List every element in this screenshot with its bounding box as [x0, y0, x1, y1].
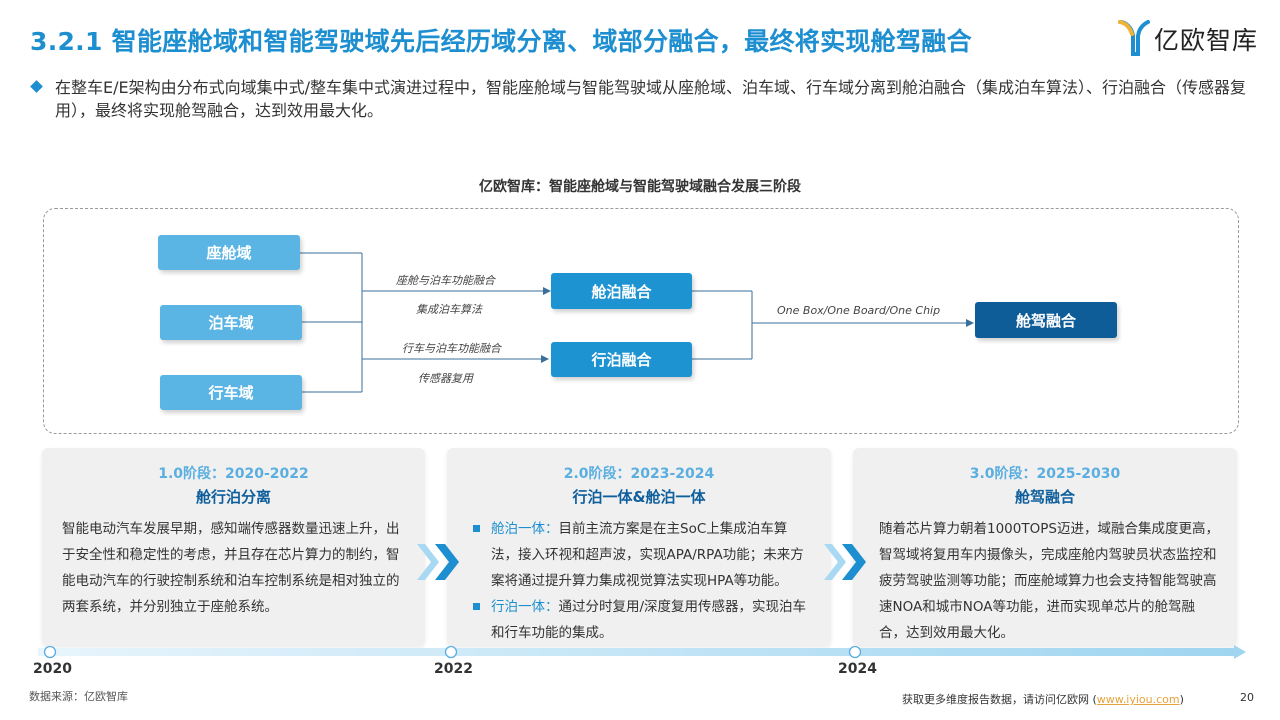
timeline-year: 2022 [434, 661, 473, 677]
stage-phase: 2.0阶段：2023-2024 [563, 466, 715, 482]
node-parking-domain: 泊车域 [160, 305, 302, 340]
footer-note-prefix: 获取更多维度报告数据，请访问亿欧网 ( [902, 693, 1097, 706]
edge-label-final: One Box/One Board/One Chip [777, 304, 941, 317]
edge-label-dp-bottom: 传感器复用 [418, 372, 473, 385]
page-number: 20 [1240, 691, 1254, 704]
timeline-year: 2020 [33, 661, 72, 677]
stage-item-text: 通过分时复用/深度复用传感器，实现泊车和行车功能的集成。 [491, 599, 807, 641]
footer-link[interactable]: www.iyiou.com [1096, 693, 1180, 706]
stage-card-2: 2.0阶段：2023-2024 行泊一体&舱泊一体 舱泊一体：目前主流方案是在主… [447, 448, 831, 646]
diagram-frame [43, 208, 1239, 434]
stage-text: 随着芯片算力朝着1000TOPS迈进，域融合集成度更高，智驾域将复用车内摄像头，… [879, 521, 1219, 641]
edge-label-cp-bottom: 集成泊车算法 [416, 303, 482, 316]
stage-list-item: 舱泊一体：目前主流方案是在主SoC上集成泊车算法，接入环视和超声波，实现APA/… [473, 516, 811, 594]
stage-text: 智能电动汽车发展早期，感知端传感器数量迅速上升，出于安全性和稳定性的考虑，并且存… [62, 521, 400, 615]
node-cockpit-parking-fusion: 舱泊融合 [551, 273, 692, 309]
chevron-right-icon [824, 544, 866, 580]
stage-card-1: 1.0阶段：2020-2022 舱行泊分离 智能电动汽车发展早期，感知端传感器数… [42, 448, 425, 646]
stage-item-label: 行泊一体： [491, 599, 559, 615]
stage-item-text: 目前主流方案是在主SoC上集成泊车算法，接入环视和超声波，实现APA/RPA功能… [491, 521, 804, 589]
node-cockpit-driving-fusion: 舱驾融合 [975, 302, 1117, 338]
node-driving-parking-fusion: 行泊融合 [551, 342, 692, 377]
stage-phase: 1.0阶段：2020-2022 [158, 466, 309, 482]
edge-label-dp-top: 行车与泊车功能融合 [402, 342, 501, 355]
brand-logo: 亿欧智库 [1118, 18, 1258, 58]
stage-name: 舱行泊分离 [195, 488, 271, 506]
bullet-square-icon [473, 525, 480, 532]
data-source: 数据来源：亿欧智库 [29, 690, 128, 703]
stage-phase: 3.0阶段：2025-2030 [969, 466, 1121, 482]
stage-name: 行泊一体&舱泊一体 [572, 488, 706, 506]
footer-note: 获取更多维度报告数据，请访问亿欧网 (www.iyiou.com) [902, 691, 1184, 707]
yiou-logo-icon [1118, 20, 1150, 56]
stage-name: 舱驾融合 [1014, 488, 1075, 506]
timeline-marker [848, 645, 862, 659]
bullet-square-icon [473, 603, 480, 610]
intro-paragraph: 在整车E/E架构由分布式向域集中式/整车集中式演进过程中，智能座舱域与智能驾驶域… [55, 78, 1247, 120]
stage-items: 舱泊一体：目前主流方案是在主SoC上集成泊车算法，接入环视和超声波，实现APA/… [473, 516, 811, 646]
timeline-year: 2024 [838, 661, 877, 677]
diagram-title: 亿欧智库：智能座舱域与智能驾驶域融合发展三阶段 [479, 179, 801, 195]
chevron-right-icon [417, 544, 459, 580]
footer-note-suffix: ) [1179, 693, 1184, 706]
stage-card-3: 3.0阶段：2025-2030 舱驾融合 随着芯片算力朝着1000TOPS迈进，… [853, 448, 1237, 646]
timeline-bar [38, 645, 1246, 659]
page-title: 3.2.1 智能座舱域和智能驾驶域先后经历域分离、域部分融合，最终将实现舱驾融合 [30, 27, 972, 56]
node-driving-domain: 行车域 [160, 375, 302, 410]
edge-label-cp-top: 座舱与泊车功能融合 [396, 274, 495, 287]
stage-item-label: 舱泊一体： [491, 521, 559, 537]
stage-list-item: 行泊一体：通过分时复用/深度复用传感器，实现泊车和行车功能的集成。 [473, 594, 811, 646]
timeline-marker [43, 645, 57, 659]
timeline-marker [444, 645, 458, 659]
node-cockpit-domain: 座舱域 [158, 235, 300, 270]
logo-text: 亿欧智库 [1154, 26, 1259, 55]
